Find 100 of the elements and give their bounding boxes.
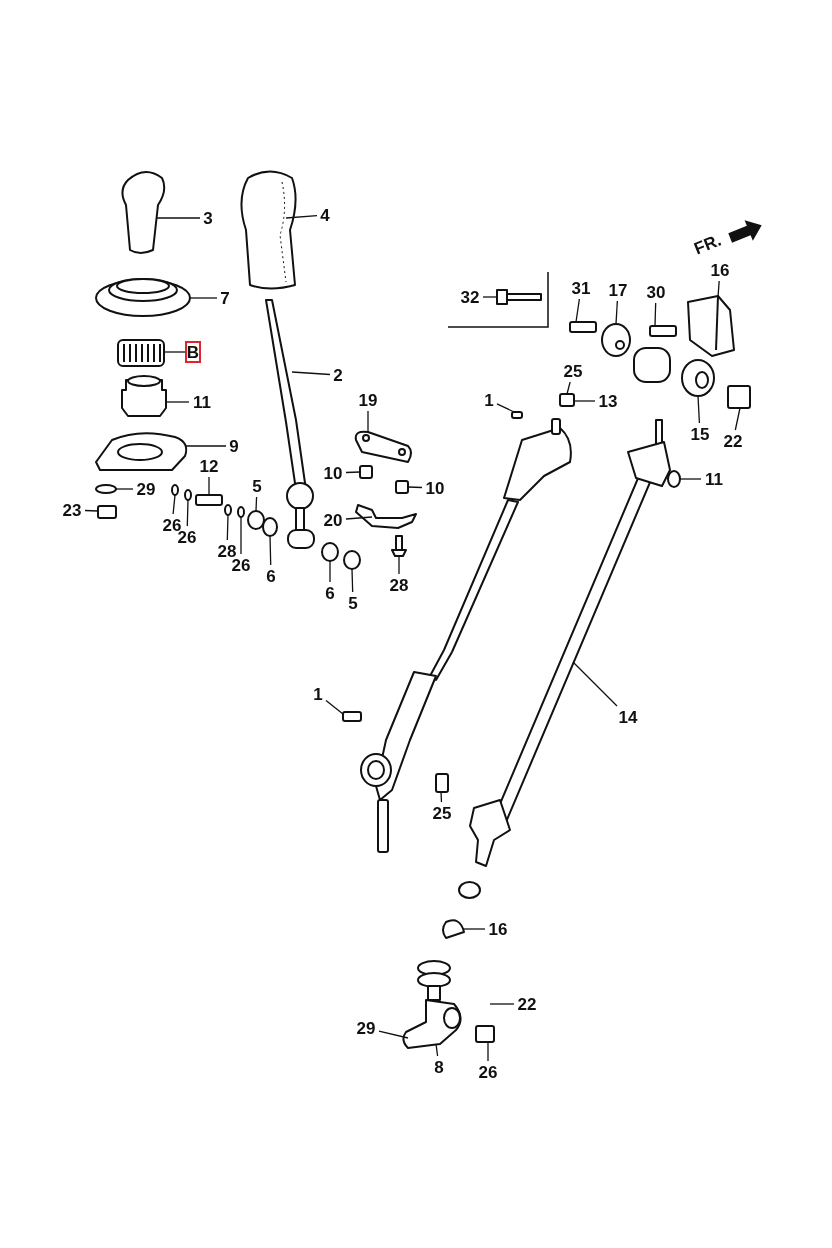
base-plate <box>95 432 188 471</box>
leader-line <box>163 351 186 353</box>
leader-line <box>615 300 618 325</box>
callout-number: 1 <box>310 683 326 705</box>
eyelet <box>360 753 392 787</box>
shift-knob <box>121 171 166 254</box>
washer <box>224 504 232 516</box>
lever-arm <box>402 999 462 1049</box>
callout-number: 9 <box>226 435 242 457</box>
leader-line <box>84 509 99 512</box>
callout-number: 3 <box>200 207 216 229</box>
callout-number: 17 <box>605 279 631 301</box>
leader-line <box>185 445 227 447</box>
callout-number: 22 <box>514 993 540 1015</box>
leader-line <box>573 400 596 402</box>
dust-boot <box>95 278 191 317</box>
leader-line <box>734 407 741 431</box>
bolt <box>475 1025 495 1043</box>
callout-number: 29 <box>133 478 159 500</box>
leader-line <box>226 514 229 541</box>
leader-line <box>566 381 571 395</box>
leader-line <box>572 661 618 707</box>
callout-number: 32 <box>457 286 483 308</box>
leader-line <box>575 298 581 323</box>
shift-rod <box>469 419 671 867</box>
callout-number: 4 <box>317 204 333 226</box>
leader-line <box>189 297 218 299</box>
nut <box>97 505 117 519</box>
bushing <box>262 517 278 537</box>
callout-number: 6 <box>263 565 279 587</box>
callout-number: 16 <box>707 259 733 281</box>
ring <box>117 339 165 367</box>
bushing <box>121 375 167 417</box>
bracket <box>354 430 412 463</box>
rod-end-bushing <box>667 470 681 488</box>
leader-line <box>172 494 176 515</box>
leader-line <box>325 699 344 715</box>
callout-number: 16 <box>485 918 511 940</box>
leader-line <box>496 403 515 413</box>
callout-number: 10 <box>320 462 346 484</box>
shift-lever <box>265 299 315 549</box>
callout-number: 25 <box>560 360 586 382</box>
clip <box>442 919 465 939</box>
pipe <box>727 385 751 409</box>
washer <box>171 484 179 496</box>
leader-line <box>156 217 201 219</box>
bolt <box>569 321 597 333</box>
leader-line <box>285 214 318 219</box>
callout-number: 14 <box>615 706 641 728</box>
callout-number: 8 <box>431 1056 447 1078</box>
callout-number: 20 <box>320 509 346 531</box>
collar <box>343 550 361 570</box>
bushing <box>681 359 715 397</box>
leader-line <box>186 499 189 527</box>
leader-line <box>240 516 242 555</box>
leader-line <box>165 401 190 403</box>
callout-number: 30 <box>643 281 669 303</box>
leader-line <box>435 1043 439 1057</box>
bolt <box>496 289 542 305</box>
callout-number: 25 <box>429 802 455 824</box>
select-rod <box>375 427 572 801</box>
callout-number: 7 <box>217 287 233 309</box>
leader-line <box>269 535 272 566</box>
clip <box>458 881 481 899</box>
leader-line <box>255 496 258 512</box>
shaft <box>377 799 389 853</box>
leader-line <box>487 1041 489 1062</box>
pin <box>195 494 223 506</box>
leader-line <box>697 395 701 424</box>
leader-line <box>407 486 423 489</box>
callout-number: 15 <box>687 423 713 445</box>
callout-number: 11 <box>189 391 215 413</box>
leader-line <box>378 1030 409 1039</box>
leader-line <box>208 476 210 496</box>
callout-number: 31 <box>568 277 594 299</box>
bushing <box>321 542 339 562</box>
callout-number: 5 <box>249 475 265 497</box>
leader-line <box>351 568 354 593</box>
mounting-bracket <box>687 295 735 357</box>
callout-number: B <box>185 341 201 363</box>
clip <box>355 504 417 529</box>
callout-number: 10 <box>422 477 448 499</box>
leader-line <box>482 296 498 298</box>
leader-line <box>679 478 702 480</box>
callout-number: 1 <box>481 389 497 411</box>
leader-line <box>367 410 369 433</box>
callout-number: 5 <box>345 592 361 614</box>
leader-line <box>329 560 331 583</box>
callout-number: 22 <box>720 430 746 452</box>
callout-number: 11 <box>701 468 727 490</box>
leader-line <box>345 471 361 474</box>
leader-line <box>115 488 134 490</box>
callout-number: 2 <box>330 364 346 386</box>
callout-number: 28 <box>386 574 412 596</box>
leader-line <box>462 928 486 930</box>
callout-number: 19 <box>355 389 381 411</box>
washer <box>237 506 245 518</box>
bolt <box>342 711 362 722</box>
pin <box>511 411 523 419</box>
callout-number: 23 <box>59 499 85 521</box>
